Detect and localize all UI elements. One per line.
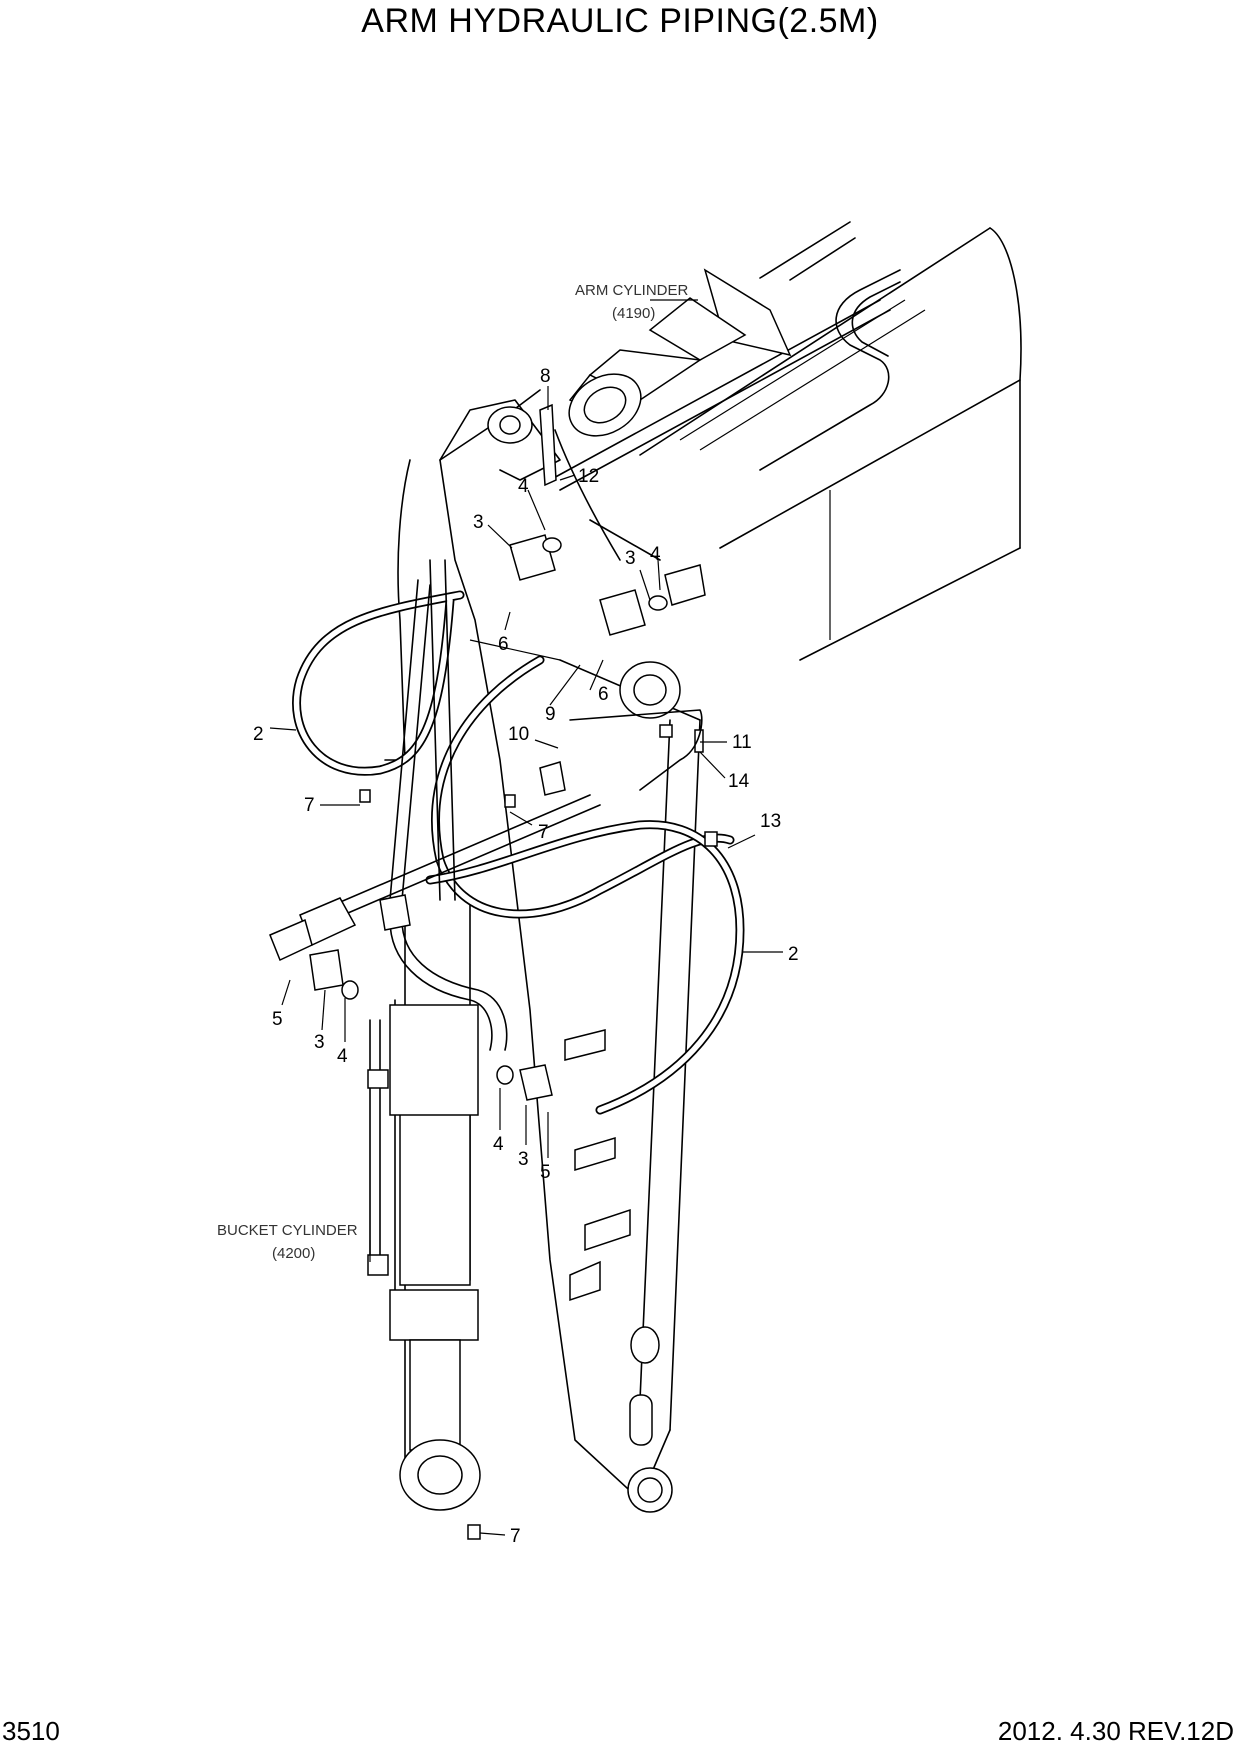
arm-head-bracket [439, 399, 681, 719]
bucket-cylinder-note: BUCKET CYLINDER (4200) [217, 1222, 358, 1262]
arm-cylinder-note: ARM CYLINDER (4190) [575, 282, 689, 322]
callout-label: 8 [540, 366, 551, 387]
callout-label: 4 [518, 476, 529, 497]
callout-label: 7 [510, 1526, 521, 1547]
callout-label: 3 [625, 548, 636, 569]
callout-label: 7 [538, 822, 549, 843]
boom-structure [549, 227, 1022, 661]
part-callouts: 8 12 4 3 3 4 6 9 6 2 10 11 14 7 7 13 2 5… [253, 366, 799, 1547]
hydraulic-hoses [269, 559, 745, 1115]
page-number: 3510 [2, 1716, 60, 1746]
revision-date: 2012. 4.30 REV.12D [997, 1716, 1234, 1746]
arm-body [384, 389, 701, 1513]
callout-label: 3 [473, 512, 484, 533]
callout-label: 6 [598, 684, 609, 705]
arm-cylinder [568, 221, 856, 437]
callout-label: 4 [337, 1046, 348, 1067]
callout-label: 11 [732, 732, 752, 753]
fittings [309, 403, 718, 1540]
callout-label: 6 [498, 634, 509, 655]
page-title: ARM HYDRAULIC PIPING(2.5M) [361, 2, 879, 40]
callout-label: 5 [540, 1162, 551, 1183]
callout-label: 2 [253, 724, 264, 745]
svg-text:(4190): (4190) [612, 305, 655, 322]
callout-label: 2 [788, 944, 799, 965]
leader-lines [269, 299, 783, 1536]
callout-label: 13 [760, 811, 781, 832]
callout-label: 4 [650, 544, 661, 565]
bucket-cylinder [367, 899, 481, 1511]
callout-label: 12 [578, 466, 599, 487]
callout-label: 4 [493, 1134, 504, 1155]
callout-label: 9 [545, 704, 556, 725]
svg-text:BUCKET CYLINDER: BUCKET CYLINDER [217, 1222, 358, 1239]
callout-label: 14 [728, 771, 750, 792]
callout-label: 10 [508, 724, 529, 745]
svg-text:ARM CYLINDER: ARM CYLINDER [575, 282, 689, 299]
svg-text:(4200): (4200) [272, 1245, 315, 1262]
callout-label: 7 [304, 795, 315, 816]
callout-label: 3 [518, 1149, 529, 1170]
callout-label: 5 [272, 1009, 283, 1030]
callout-label: 3 [314, 1032, 325, 1053]
